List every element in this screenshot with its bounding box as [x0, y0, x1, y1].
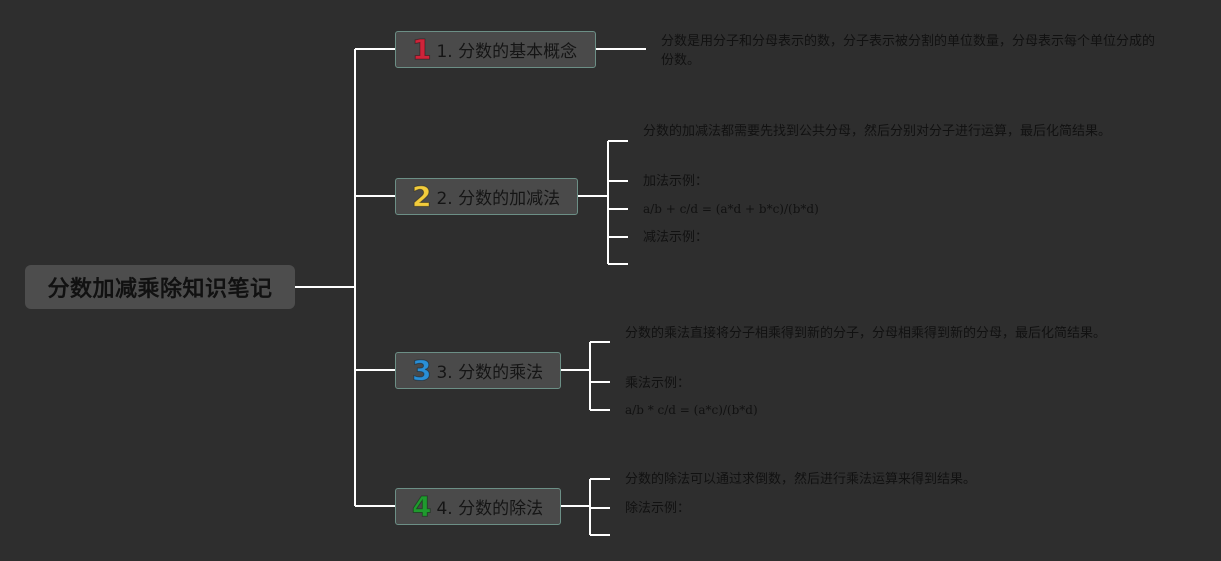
topic4-detail-2: 除法示例： [625, 501, 691, 516]
topic-label-2: 2. 分数的加减法 [436, 189, 561, 209]
topic-node-2[interactable]: 2 2. 分数的加减法 [395, 178, 578, 215]
badge-3-icon: 3 [411, 353, 432, 387]
topic2-detail-1: 分数的加减法都需要先找到公共分母，然后分别对分子进行运算，最后化简结果。 [643, 124, 1112, 139]
badge-2-icon: 2 [411, 179, 432, 213]
badge-4-icon: 4 [411, 489, 432, 523]
topic3-detail-1: 分数的乘法直接将分子相乘得到新的分子，分母相乘得到新的分母，最后化简结果。 [625, 326, 1107, 341]
root-node[interactable]: 分数加减乘除知识笔记 [25, 265, 295, 309]
topic3-formula: a/b * c/d = (a*c)/(b*d) [625, 403, 758, 417]
topic-node-4[interactable]: 4 4. 分数的除法 [395, 488, 561, 525]
topic-node-3[interactable]: 3 3. 分数的乘法 [395, 352, 561, 389]
root-title: 分数加减乘除知识笔记 [47, 277, 273, 302]
topic1-detail-1: 分数是用分子和分母表示的数，分子表示被分割的单位数量，分母表示每个单位分成的份数… [661, 34, 1156, 68]
topic2-formula: a/b + c/d = (a*d + b*c)/(b*d) [643, 202, 819, 216]
topic-node-1[interactable]: 1 1. 分数的基本概念 [395, 31, 596, 68]
topic-label-4: 4. 分数的除法 [436, 499, 544, 519]
topic3-detail-2: 乘法示例： [625, 376, 691, 391]
topic2-detail-4: 减法示例： [643, 230, 709, 245]
topic-label-3: 3. 分数的乘法 [436, 363, 544, 383]
badge-1-icon: 1 [411, 32, 432, 66]
topic-label-1: 1. 分数的基本概念 [436, 42, 578, 62]
topic2-detail-2: 加法示例： [643, 174, 709, 189]
topic4-detail-1: 分数的除法可以通过求倒数，然后进行乘法运算来得到结果。 [625, 472, 977, 487]
